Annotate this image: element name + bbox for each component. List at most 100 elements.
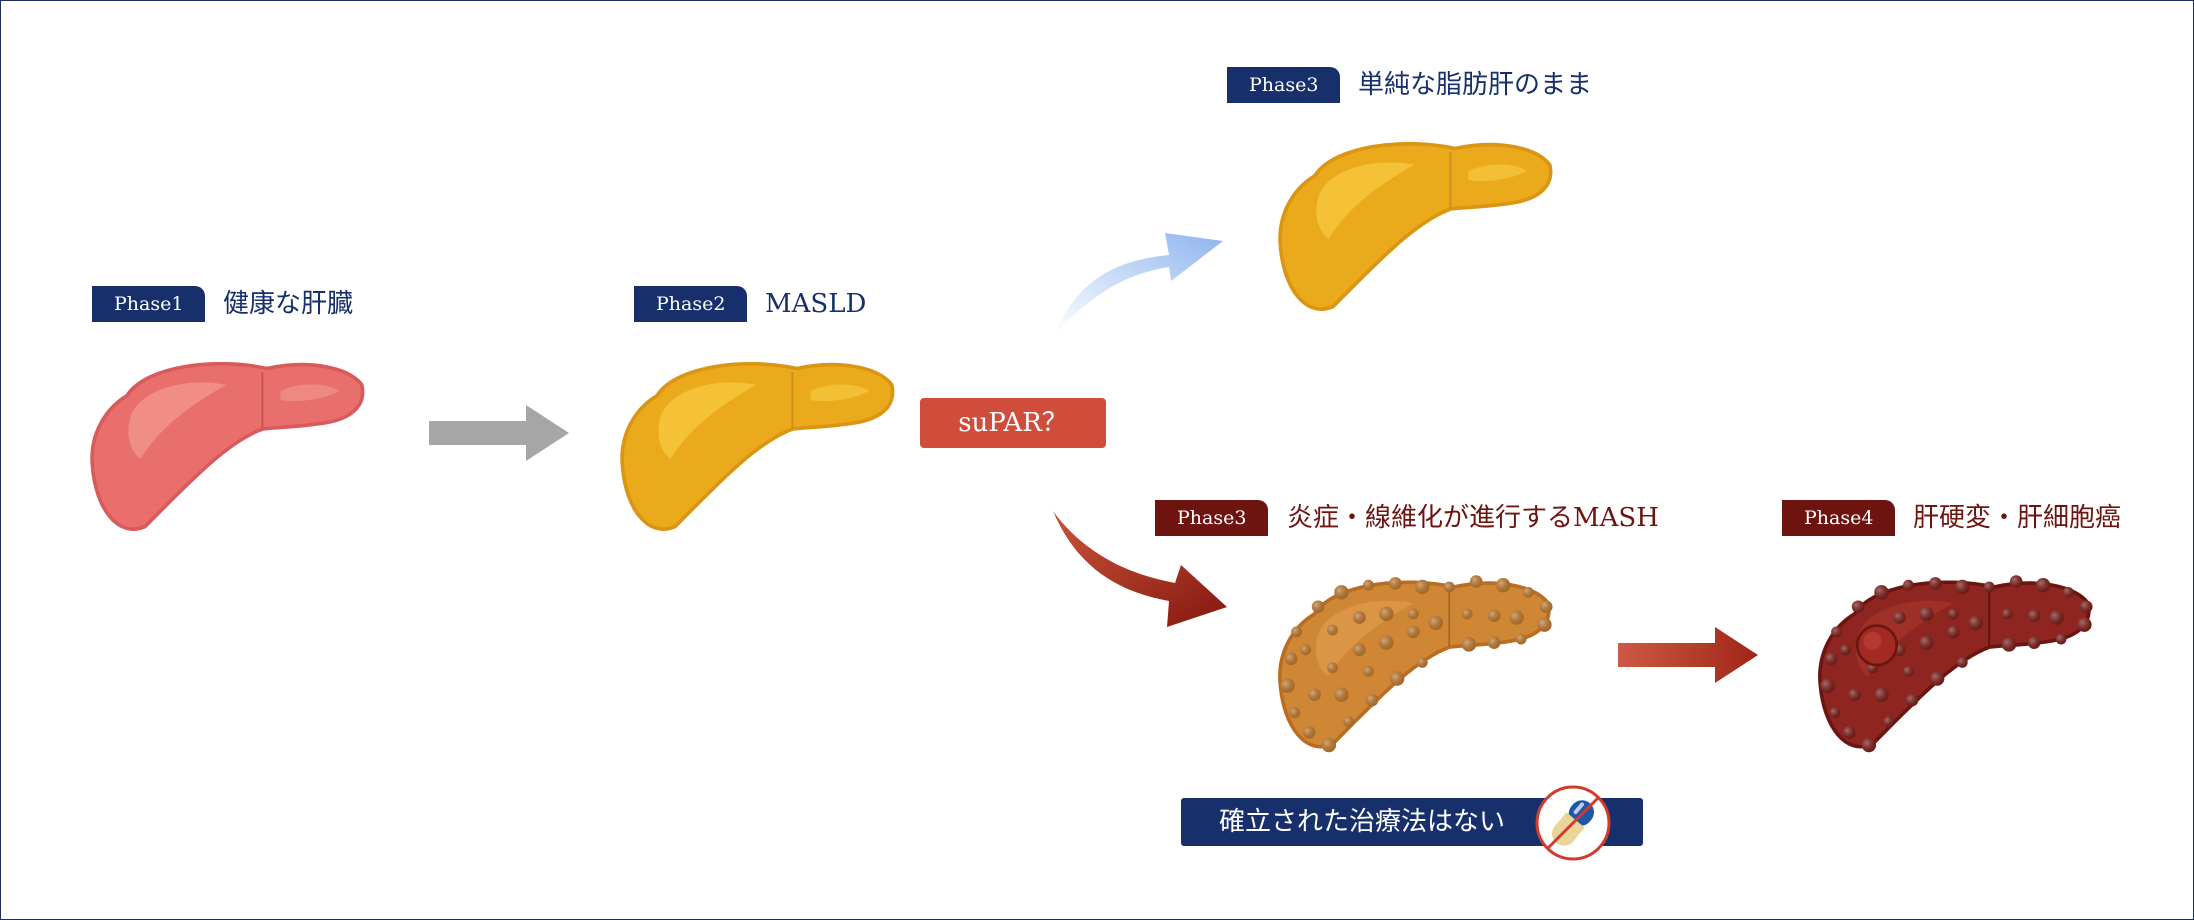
liver-nodule-highlight	[1848, 688, 1861, 702]
liver-nodule-highlight	[1280, 678, 1295, 693]
liver-nodule-highlight	[1353, 643, 1366, 657]
liver-nodule-highlight	[1831, 626, 1842, 638]
liver-nodule-highlight	[1874, 687, 1889, 702]
liver-nodule-highlight	[1379, 635, 1394, 650]
liver-nodule-highlight	[1824, 652, 1838, 666]
phase3-mash-title: 炎症・線維化が進行するMASH	[1287, 503, 1659, 533]
liver-nodule-highlight	[1353, 611, 1366, 624]
no-treatment-label: 確立された治療法はない	[1219, 807, 1506, 837]
liver-mash-icon	[1278, 575, 1553, 753]
no-medicine-icon	[1535, 785, 1611, 861]
phase2-title: MASLD	[765, 289, 867, 319]
liver-cirrhosis-icon	[1818, 575, 2093, 753]
liver-nodule-highlight	[1302, 726, 1316, 739]
liver-nodule-highlight	[1327, 662, 1338, 674]
liver-nodule-highlight	[2035, 577, 2051, 593]
liver-nodule-highlight	[1461, 608, 1473, 620]
liver-nodule-highlight	[1983, 581, 1995, 593]
liver-nodule-highlight	[1829, 707, 1841, 719]
curved-arrow-up-icon	[1053, 233, 1223, 335]
phase3-simple-tag: Phase3	[1227, 67, 1341, 103]
liver-nodule-highlight	[1365, 693, 1379, 707]
liver-nodule-highlight	[1919, 635, 1934, 650]
liver-nodule-highlight	[1428, 615, 1443, 631]
liver-nodule-highlight	[1956, 657, 1968, 668]
liver-nodule-highlight	[1327, 624, 1338, 636]
liver-nodule-highlight	[1861, 737, 1877, 753]
liver-nodule-highlight	[1389, 671, 1405, 686]
liver-nodule-highlight	[1522, 586, 1534, 598]
liver-nodule-highlight	[1487, 636, 1501, 649]
liver-nodule-highlight	[1929, 671, 1945, 686]
liver-nodule-highlight	[1539, 600, 1553, 614]
liver-nodule-highlight	[1300, 644, 1311, 656]
liver-nodule-highlight	[1515, 633, 1527, 645]
liver-nodule-highlight	[1893, 611, 1906, 624]
liver-nodule-highlight	[1389, 577, 1402, 590]
liver-nodule-highlight	[1289, 707, 1301, 719]
phase2-tag: Phase2	[634, 286, 748, 322]
liver-nodule-highlight	[1311, 600, 1325, 614]
liver-nodule-highlight	[1968, 615, 1983, 631]
liver-nodule-highlight	[1919, 606, 1934, 622]
supar-label: suPAR？	[920, 398, 1106, 448]
liver-nodule-highlight	[2049, 610, 2064, 625]
liver-simple-fatty-icon	[1278, 141, 1553, 311]
liver-nodule-highlight	[2077, 617, 2092, 632]
liver-nodule-highlight	[1363, 666, 1374, 677]
liver-nodule-highlight	[1842, 726, 1856, 739]
liver-nodule-highlight	[2055, 633, 2067, 645]
liver-nodule-highlight	[2001, 608, 2013, 620]
liver-nodule-highlight	[1487, 609, 1501, 622]
liver-nodule-highlight	[1903, 579, 1914, 591]
liver-nodule-highlight	[1407, 608, 1419, 620]
phase4-title: 肝硬変・肝細胞癌	[1913, 503, 2122, 533]
liver-nodule-highlight	[1379, 606, 1394, 622]
liver-nodule-highlight	[1334, 687, 1349, 702]
liver-nodule-highlight	[1495, 577, 1511, 593]
liver-nodule-highlight	[2009, 575, 2023, 588]
liver-nodule-highlight	[1321, 737, 1337, 753]
liver-nodule-highlight	[1947, 608, 1959, 620]
liver-nodule-highlight	[1469, 575, 1483, 588]
liver-nodule-highlight	[1415, 579, 1430, 595]
phase3-simple-title: 単純な脂肪肝のまま	[1358, 70, 1593, 100]
liver-nodule-highlight	[1955, 579, 1970, 595]
liver-nodule-highlight	[1874, 585, 1889, 600]
liver-nodule-highlight	[1905, 693, 1919, 707]
liver-nodule-highlight	[1291, 626, 1302, 638]
liver-nodule-highlight	[1903, 666, 1914, 677]
liver-nodule-highlight	[2079, 600, 2093, 614]
liver-nodule-highlight	[2001, 637, 2017, 652]
liver-nodule-highlight	[1851, 600, 1865, 614]
liver-masld-icon	[620, 361, 895, 531]
liver-nodule-highlight	[1443, 581, 1455, 593]
liver-nodule-highlight	[1343, 716, 1355, 728]
liver-nodule-highlight	[1308, 688, 1321, 702]
arrow-right-icon	[429, 405, 569, 461]
phase4-tag: Phase4	[1782, 500, 1896, 536]
phase1-title: 健康な肝臓	[223, 289, 354, 319]
liver-nodule-highlight	[1509, 610, 1524, 625]
liver-nodule-highlight	[1284, 652, 1298, 666]
curved-arrow-down-icon	[1053, 511, 1227, 627]
liver-nodule-highlight	[1363, 579, 1374, 591]
liver-nodule-highlight	[1461, 637, 1477, 652]
liver-nodule-highlight	[1840, 644, 1851, 656]
arrow-right-red-icon	[1618, 627, 1758, 683]
phase3-mash-tag: Phase3	[1155, 500, 1269, 536]
liver-nodule-highlight	[2027, 636, 2041, 649]
liver-nodule-highlight	[1947, 625, 1960, 639]
liver-nodule-highlight	[1334, 585, 1349, 600]
liver-nodule-highlight	[2062, 586, 2074, 598]
liver-nodule-highlight	[1929, 577, 1942, 590]
liver-nodule-highlight	[2027, 609, 2041, 622]
liver-nodule-highlight	[1537, 617, 1552, 632]
liver-healthy-icon	[90, 361, 365, 531]
liver-nodule-highlight	[1883, 716, 1895, 728]
liver-nodule-highlight	[1407, 625, 1420, 639]
liver-nodule-highlight	[1820, 678, 1835, 693]
phase1-tag: Phase1	[92, 286, 206, 322]
liver-nodule-highlight	[1416, 657, 1428, 668]
